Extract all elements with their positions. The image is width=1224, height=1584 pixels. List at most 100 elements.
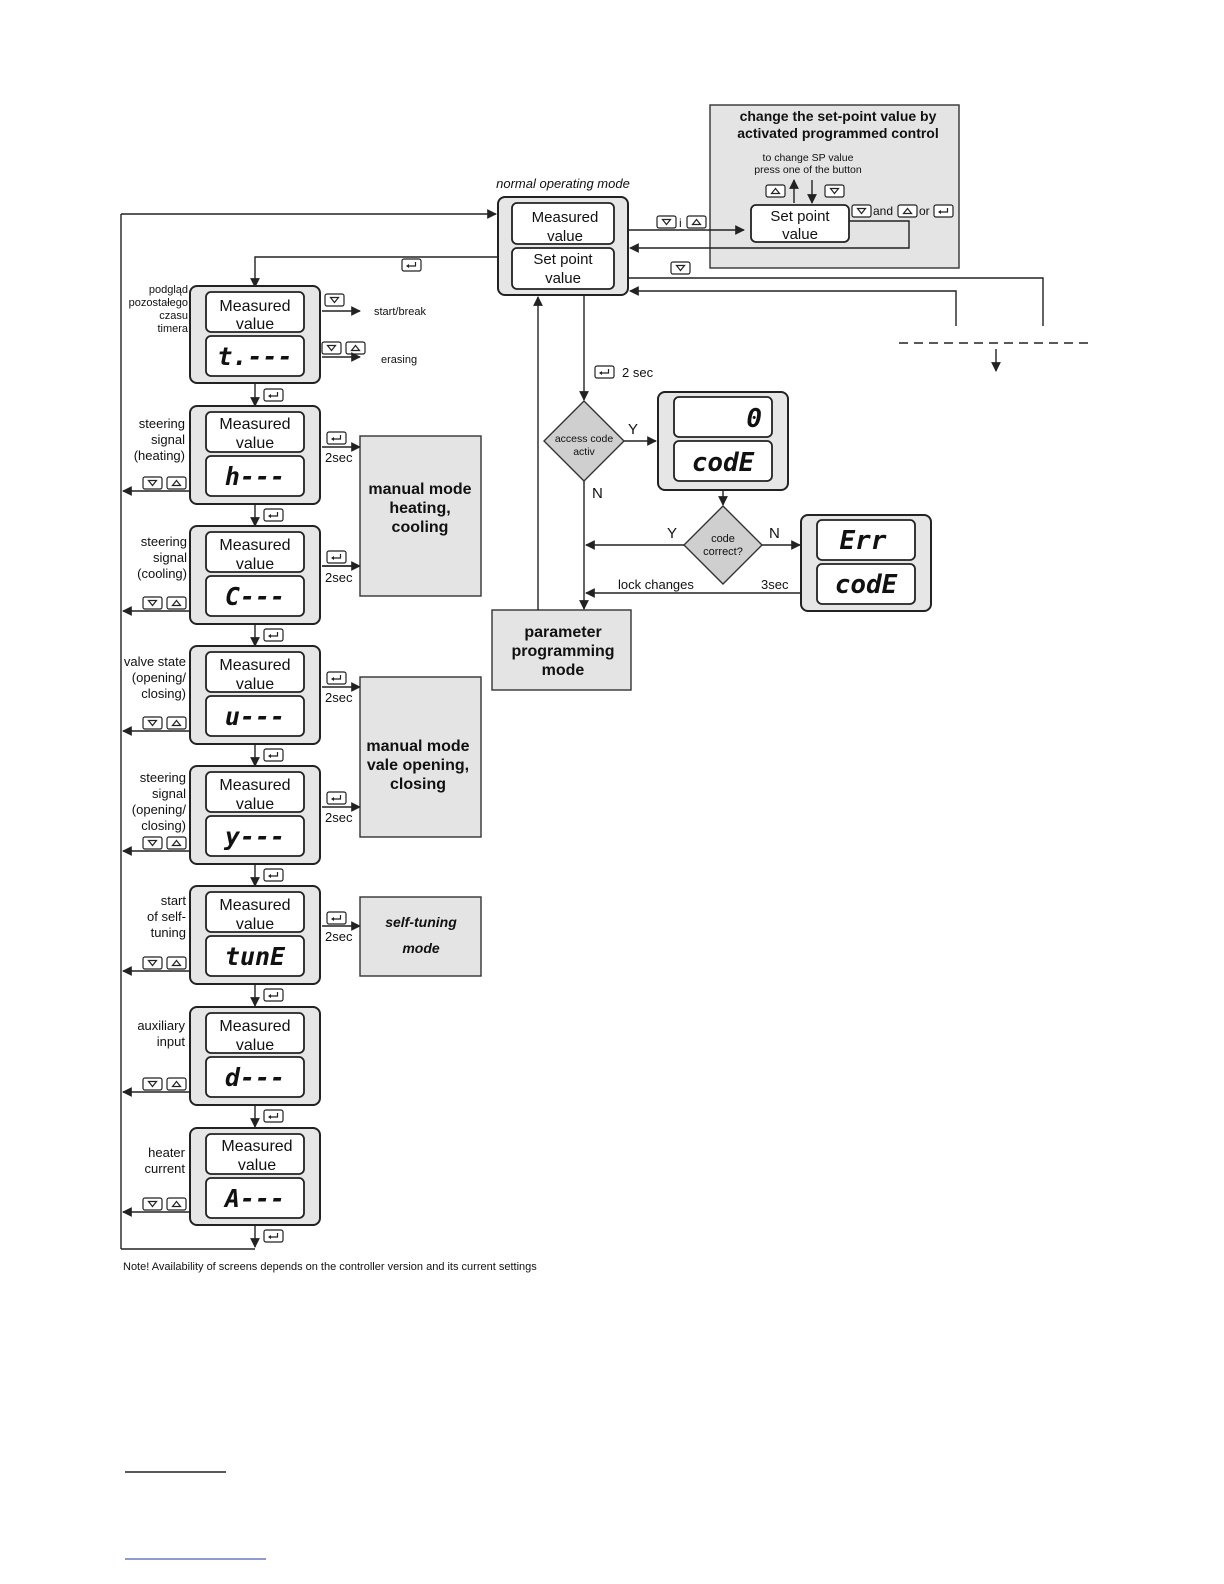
down-key-icon xyxy=(142,596,163,610)
svg-text:correct?: correct? xyxy=(703,546,743,558)
err-code-label: codE xyxy=(835,570,898,600)
code-value: 0 xyxy=(746,404,762,434)
availability-note: Note! Availability of screens depends on… xyxy=(123,1261,537,1273)
screen-valve-code: u--- xyxy=(225,702,285,731)
svg-text:auxiliary: auxiliary xyxy=(137,1018,185,1033)
screen-heating: steering signal (heating) Measured value… xyxy=(134,405,321,505)
svg-text:vale opening,: vale opening, xyxy=(367,757,469,774)
change-setpoint-panel: change the set-point value by activated … xyxy=(629,104,960,269)
enter-key-icon xyxy=(263,628,284,642)
code-correct-decision: code correct? xyxy=(683,505,763,585)
up-key-icon xyxy=(166,716,187,730)
screen-timer: podgląd pozostałego czasu timera Measure… xyxy=(129,284,321,384)
screen-steering-valve: steering signal (opening/ closing) Measu… xyxy=(132,765,321,865)
screen-self-tuning: start of self- tuning Measured value tun… xyxy=(147,885,321,985)
err-label: Err xyxy=(840,526,887,556)
enter-key-icon xyxy=(594,365,615,379)
setpoint-display xyxy=(750,204,850,243)
up-key-icon xyxy=(166,476,187,490)
svg-text:2sec: 2sec xyxy=(325,929,353,944)
svg-text:(heating): (heating) xyxy=(134,448,185,463)
svg-text:programming: programming xyxy=(511,643,614,660)
svg-text:Measured: Measured xyxy=(219,657,290,674)
lock-changes-label: lock changes xyxy=(618,577,694,592)
svg-text:signal: signal xyxy=(152,786,186,801)
svg-text:czasu: czasu xyxy=(159,310,188,322)
enter-2sec-label: 2 sec xyxy=(622,365,654,380)
svg-text:(opening/: (opening/ xyxy=(132,802,187,817)
enter-key-icon xyxy=(326,431,347,445)
svg-text:cooling: cooling xyxy=(392,519,449,536)
svg-text:podgląd: podgląd xyxy=(149,284,188,296)
enter-key-icon xyxy=(401,258,422,272)
svg-text:of self-: of self- xyxy=(147,909,186,924)
svg-text:mode: mode xyxy=(542,662,585,679)
down-key-icon xyxy=(142,476,163,490)
svg-text:2sec: 2sec xyxy=(325,810,353,825)
up-key-icon xyxy=(345,341,366,355)
svg-text:Measured: Measured xyxy=(219,897,290,914)
svg-text:pozostałego: pozostałego xyxy=(129,297,188,309)
down-key-icon xyxy=(851,204,872,218)
enter-key-icon xyxy=(933,204,954,218)
down-key-icon xyxy=(321,341,342,355)
svg-text:signal: signal xyxy=(153,550,187,565)
screen-heater-current: heater current Measured value A--- xyxy=(145,1127,321,1226)
screen-tune-code: tunE xyxy=(225,942,286,971)
up-key-icon xyxy=(765,184,786,198)
svg-text:Y: Y xyxy=(628,421,638,438)
svg-text:value: value xyxy=(236,1037,274,1054)
start-break-label: start/break xyxy=(374,306,426,318)
normal-measured-line-2: value xyxy=(547,228,583,245)
access-code-decision: access code activ xyxy=(543,400,625,482)
three-sec-label: 3sec xyxy=(761,577,789,592)
svg-text:manual mode: manual mode xyxy=(368,481,471,498)
up-key-icon xyxy=(166,836,187,850)
screen-timer-measured-line-1: Measured xyxy=(219,298,290,315)
svg-text:manual mode: manual mode xyxy=(366,738,469,755)
normal-setpoint-line-1: Set point xyxy=(533,251,593,268)
svg-text:value: value xyxy=(236,676,274,693)
svg-text:value: value xyxy=(236,916,274,933)
i-label: i xyxy=(679,216,682,230)
svg-text:self-tuning: self-tuning xyxy=(385,914,457,930)
down-key-icon xyxy=(656,215,677,229)
svg-text:steering: steering xyxy=(139,416,185,431)
and-label: and xyxy=(873,204,893,218)
normal-measured-line-1: Measured xyxy=(532,209,599,226)
up-key-icon xyxy=(166,1077,187,1091)
svg-text:value: value xyxy=(236,796,274,813)
svg-text:steering: steering xyxy=(140,770,186,785)
svg-text:code: code xyxy=(711,533,735,545)
svg-text:steering: steering xyxy=(141,534,187,549)
svg-text:N: N xyxy=(592,485,603,502)
up-key-icon xyxy=(166,956,187,970)
enter-key-icon xyxy=(263,388,284,402)
normal-mode-display: normal operating mode Measured value Set… xyxy=(496,176,630,296)
svg-text:value: value xyxy=(238,1157,276,1174)
code-entry-display: 0 codE xyxy=(657,391,789,491)
enter-key-icon xyxy=(263,748,284,762)
svg-text:Measured: Measured xyxy=(221,1138,292,1155)
svg-text:value: value xyxy=(236,435,274,452)
svg-text:heater: heater xyxy=(148,1145,186,1160)
up-key-icon xyxy=(897,204,918,218)
up-key-icon xyxy=(686,215,707,229)
enter-key-icon xyxy=(263,868,284,882)
parameter-programming-box: parameter programming mode xyxy=(491,609,632,691)
svg-text:closing): closing) xyxy=(141,686,186,701)
screen-heater-code: A--- xyxy=(223,1184,285,1213)
enter-key-icon xyxy=(326,550,347,564)
svg-text:(cooling): (cooling) xyxy=(137,566,187,581)
setpoint-display-line-1: Set point xyxy=(770,208,830,225)
svg-text:input: input xyxy=(157,1034,186,1049)
screen-steering-valve-code: y--- xyxy=(223,822,285,851)
svg-text:current: current xyxy=(145,1161,186,1176)
enter-key-icon xyxy=(263,1109,284,1123)
change-sp-title-1: change the set-point value by xyxy=(740,108,937,124)
change-sp-hint-2: press one of the button xyxy=(754,164,862,176)
svg-text:(opening/: (opening/ xyxy=(132,670,187,685)
enter-key-icon xyxy=(263,1229,284,1243)
svg-text:start: start xyxy=(161,893,187,908)
down-key-icon xyxy=(142,1077,163,1091)
